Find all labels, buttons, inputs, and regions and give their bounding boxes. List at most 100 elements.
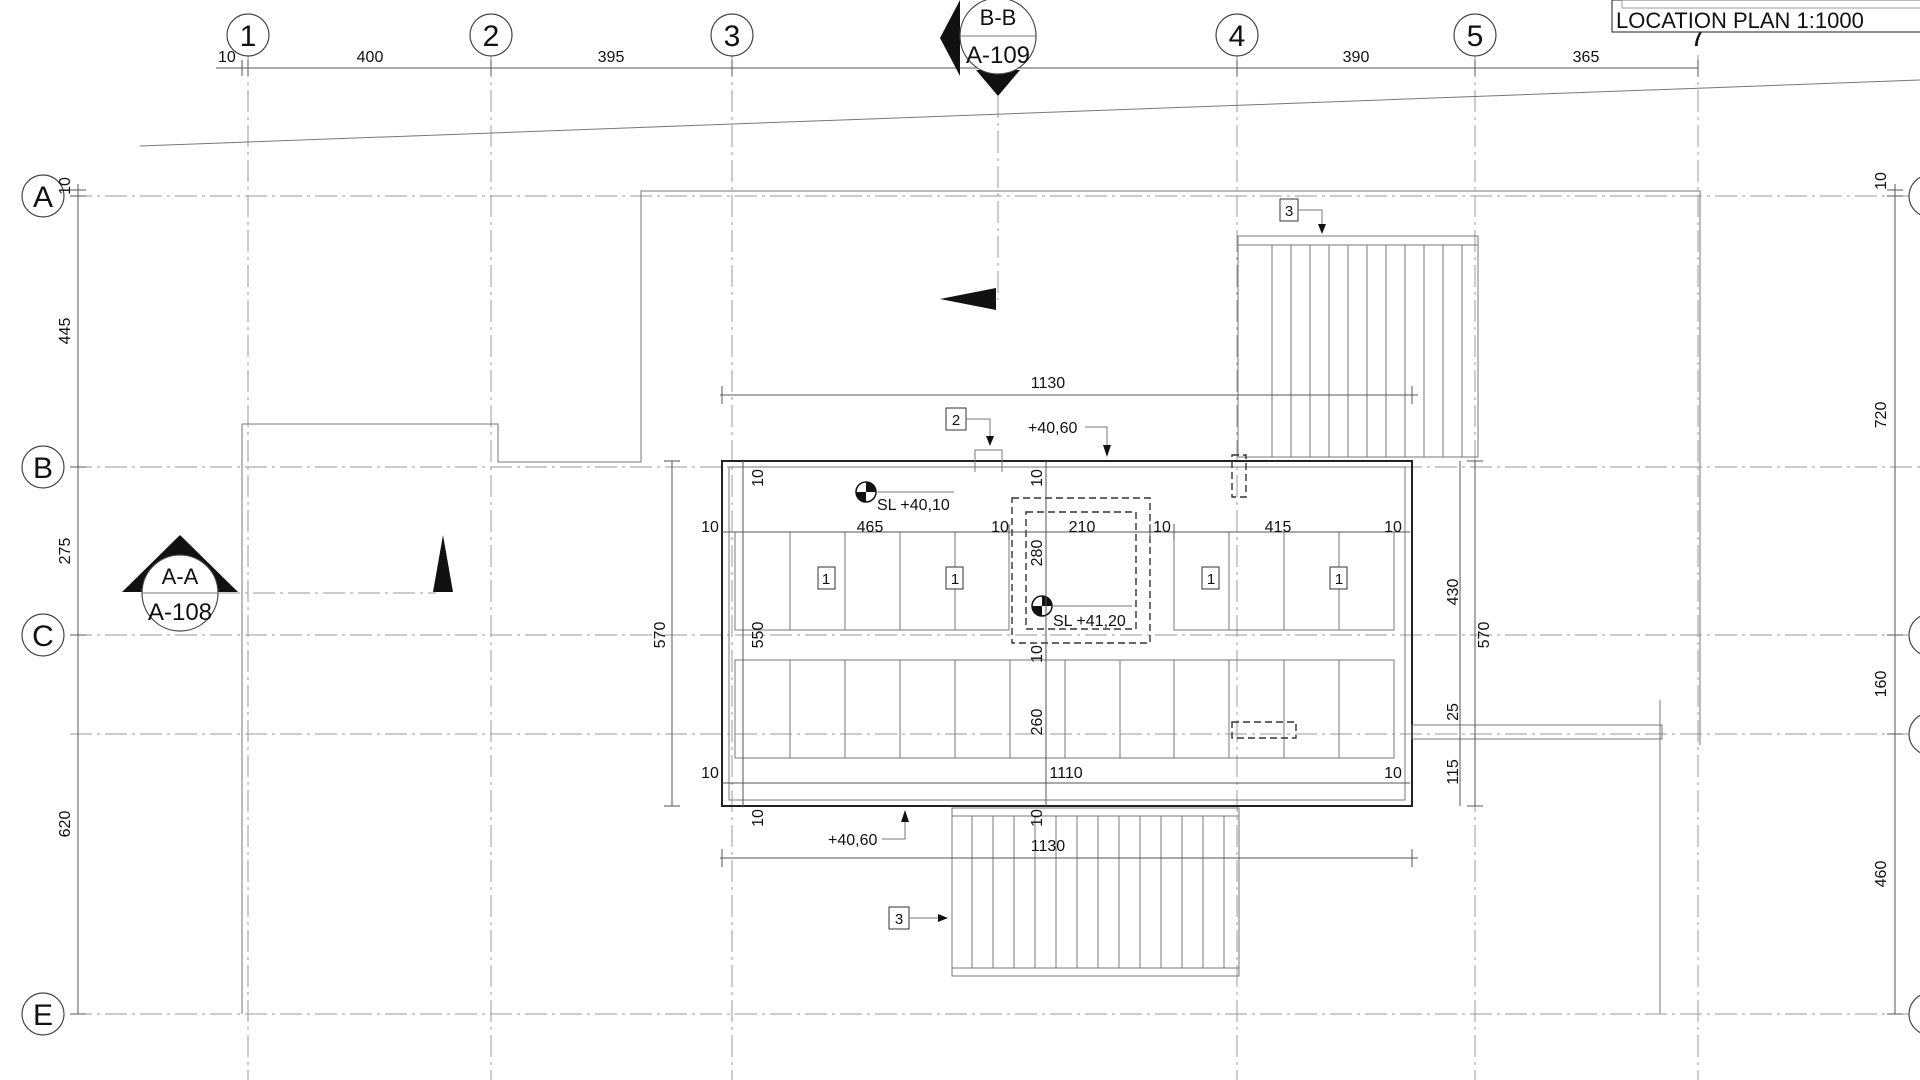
dim-415: 415 (1265, 519, 1292, 536)
svg-text:1: 1 (951, 571, 959, 588)
level-south-text: +40,60 (828, 832, 877, 849)
top-dim-395: 395 (598, 49, 625, 66)
section-a-a-sheet: A-108 (148, 599, 212, 626)
section-a-a-name: A-A (162, 564, 199, 589)
dim-570-right: 570 (1476, 622, 1493, 649)
building-outline (139, 79, 1920, 1014)
stair-south: 3 (888, 807, 1240, 977)
panel-tag-1c: 1 (1201, 566, 1220, 590)
right-dim-720: 720 (1873, 402, 1890, 429)
svg-text:4: 4 (1229, 20, 1246, 53)
dim-1130-top: 1130 (1031, 375, 1066, 392)
svg-text:1: 1 (822, 571, 830, 588)
dim-1130-bottom: 1130 (1031, 838, 1066, 855)
sl-main-text: SL +40,10 (877, 497, 950, 514)
level-north-text: +40,60 (1028, 420, 1077, 437)
roof-hatch: 2 (945, 407, 1003, 472)
sl-marker-skylight (1031, 595, 1132, 617)
grid-bubble-1: 1 (226, 13, 270, 57)
svg-text:1: 1 (240, 20, 257, 53)
skylight (1011, 497, 1151, 644)
roof-dimension-lines (664, 386, 1483, 867)
right-dim-160: 160 (1873, 671, 1890, 698)
left-dim-275: 275 (57, 538, 74, 565)
dim-430: 430 (1445, 579, 1462, 606)
dim-280: 280 (1029, 540, 1046, 567)
svg-text:B: B (33, 452, 53, 485)
dim-10-i: 10 (1029, 645, 1046, 663)
roof-parapet (721, 460, 1413, 807)
dim-10-d: 10 (1384, 519, 1402, 536)
panel-tag-1b: 1 (945, 566, 964, 590)
stair-north: 3 (1231, 198, 1479, 498)
top-dim-10: 10 (218, 49, 236, 66)
svg-text:1: 1 (1207, 571, 1215, 588)
grid-lines (70, 55, 1920, 1080)
dim-1110: 1110 (1049, 765, 1082, 782)
sl-skylight-text: SL +41,20 (1053, 613, 1126, 630)
right-dim-460: 460 (1873, 861, 1890, 888)
grid-bubbles-right (1908, 176, 1920, 1034)
section-b-b-name: B-B (980, 5, 1017, 30)
grid-bubble-e: E (21, 992, 65, 1036)
panel-tag-1a: 1 (817, 566, 836, 590)
walkway-east (1231, 721, 1663, 740)
right-dimension-line (1887, 184, 1903, 1015)
solar-panels-upper-left (734, 531, 1010, 631)
dim-10-e: 10 (701, 765, 719, 782)
panel-tag-1d: 1 (1329, 566, 1348, 590)
dim-465: 465 (857, 519, 884, 536)
location-plan-label: LOCATION PLAN 1:1000 (1616, 8, 1864, 33)
left-dim-10: 10 (57, 177, 74, 195)
solar-panels-lower (734, 659, 1395, 759)
dim-10-b: 10 (991, 519, 1009, 536)
grid-bubble-a: A (21, 174, 65, 218)
dim-570-left: 570 (652, 622, 669, 649)
top-dim-390: 390 (1343, 49, 1370, 66)
grid-bubble-c: C (21, 613, 65, 657)
left-dimension-line (70, 184, 86, 1015)
level-marker-north (1085, 426, 1111, 457)
section-marker-a-a: A-A A-108 (122, 535, 238, 632)
dim-115: 115 (1445, 759, 1462, 785)
svg-text:3: 3 (724, 20, 741, 53)
dim-10-j: 10 (750, 809, 767, 827)
stair-tag-south: 3 (895, 911, 903, 928)
dim-550: 550 (750, 622, 767, 649)
svg-text:C: C (32, 620, 54, 653)
dim-10-g: 10 (750, 469, 767, 487)
top-dim-400: 400 (357, 49, 384, 66)
svg-text:A: A (33, 181, 53, 214)
dim-210: 210 (1069, 519, 1096, 536)
stair-tag-north: 3 (1285, 203, 1293, 220)
dim-10-f: 10 (1384, 765, 1402, 782)
grid-bubble-5: 5 (1453, 13, 1497, 57)
svg-text:1: 1 (1335, 571, 1343, 588)
dim-10-c: 10 (1153, 519, 1171, 536)
svg-text:2: 2 (483, 20, 500, 53)
hatch-tag: 2 (952, 412, 960, 429)
location-plan-box (1611, 0, 1920, 33)
grid-bubble-b: B (21, 445, 65, 489)
grid-bubble-3: 3 (710, 13, 754, 57)
section-b-b-sheet: A-109 (966, 42, 1030, 69)
dim-10-a: 10 (701, 519, 719, 536)
top-dim-365: 365 (1573, 49, 1600, 66)
level-marker-south (882, 810, 909, 840)
dim-260: 260 (1029, 709, 1046, 736)
svg-text:5: 5 (1467, 20, 1484, 53)
svg-text:E: E (33, 999, 53, 1032)
section-a-a-arrow (433, 535, 453, 592)
dim-25: 25 (1445, 703, 1462, 721)
right-dim-10: 10 (1873, 172, 1890, 190)
left-dim-445: 445 (57, 318, 74, 345)
dim-10-h: 10 (1029, 469, 1046, 487)
grid-bubble-2: 2 (469, 13, 513, 57)
sl-marker-main (855, 481, 954, 503)
dim-10-k: 10 (1029, 809, 1046, 827)
section-b-b-arrow (940, 288, 996, 310)
section-marker-b-b: B-B A-109 (940, 0, 1037, 96)
grid-bubble-4: 4 (1215, 13, 1259, 57)
left-dim-620: 620 (57, 811, 74, 838)
